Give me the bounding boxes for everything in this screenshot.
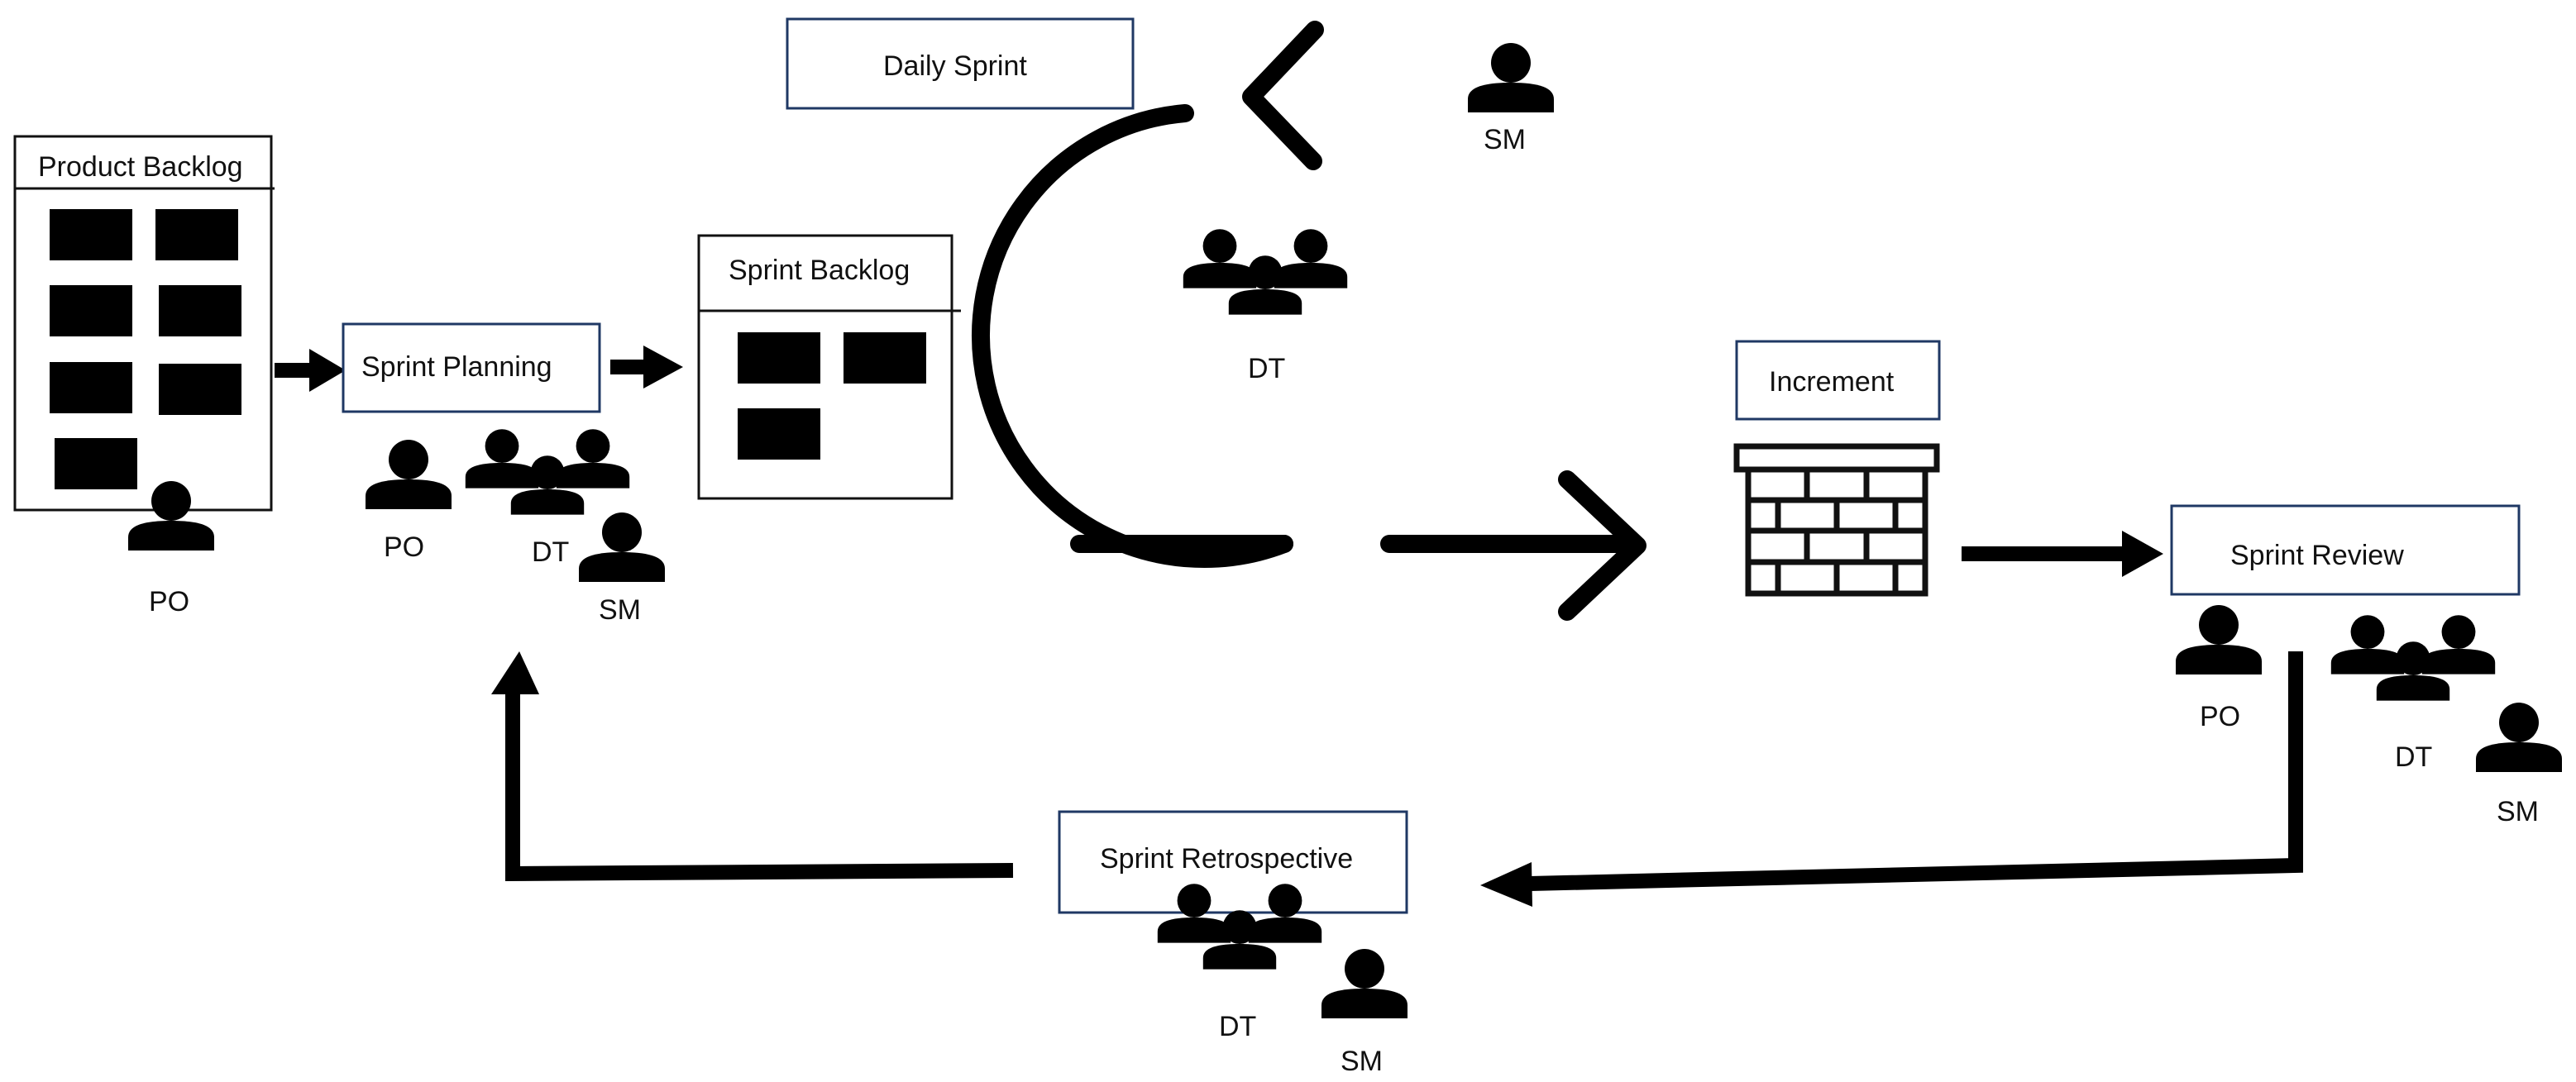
daily-sprint-title: Daily Sprint bbox=[883, 50, 1027, 82]
arrow-planning-to-sprint-backlog bbox=[610, 346, 683, 388]
sprint-retrospective: Sprint Retrospective DT SM bbox=[1058, 810, 1408, 1077]
sprint-retrospective-role-dt: DT bbox=[1219, 1011, 1256, 1042]
sprint-review-role-po: PO bbox=[2200, 701, 2240, 732]
sm-person-icon bbox=[2476, 703, 2562, 772]
increment: Increment bbox=[1733, 340, 1941, 597]
sprint-planning-role-dt: DT bbox=[532, 536, 569, 568]
sprint-retrospective-box bbox=[1058, 810, 1408, 914]
daily-cycle-arrowhead-icon bbox=[1242, 21, 1324, 170]
po-person-icon bbox=[366, 440, 452, 509]
backlog-card bbox=[50, 362, 132, 413]
sprint-review-role-dt: DT bbox=[2395, 741, 2432, 773]
backlog-card bbox=[50, 209, 132, 260]
sprint-planning: Sprint Planning PO DT SM bbox=[342, 322, 665, 626]
sprint-backlog-title: Sprint Backlog bbox=[729, 255, 910, 286]
arrow-review-to-retrospective bbox=[1480, 651, 2303, 907]
sprint-review-box bbox=[2170, 504, 2521, 596]
sprint-review-role-sm: SM bbox=[2497, 796, 2539, 827]
sm-person-icon bbox=[1321, 949, 1407, 1018]
arrow-increment-to-review bbox=[1962, 531, 2163, 577]
backlog-card bbox=[50, 285, 132, 336]
sprint-planning-role-sm: SM bbox=[599, 594, 641, 626]
daily-sprint-role-sm: SM bbox=[1484, 124, 1526, 155]
sprint-backlog-card bbox=[738, 408, 820, 460]
backlog-card bbox=[159, 364, 241, 415]
increment-title: Increment bbox=[1769, 366, 1895, 398]
sprint-retrospective-role-sm: SM bbox=[1341, 1046, 1383, 1077]
product-backlog: Product Backlog PO bbox=[13, 135, 275, 617]
team-icon bbox=[1183, 229, 1347, 314]
product-backlog-title: Product Backlog bbox=[38, 151, 243, 183]
sprint-planning-role-po: PO bbox=[384, 531, 424, 563]
daily-cycle-arc bbox=[972, 104, 1293, 568]
sm-person-icon bbox=[579, 512, 665, 582]
po-person-icon bbox=[2176, 605, 2262, 674]
team-icon bbox=[466, 429, 629, 514]
team-icon bbox=[2331, 615, 2495, 700]
backlog-card bbox=[159, 285, 241, 336]
arrow-backlog-to-planning bbox=[275, 349, 346, 392]
increment-box bbox=[1735, 340, 1941, 421]
sprint-review-title: Sprint Review bbox=[2230, 540, 2404, 571]
sprint-planning-title: Sprint Planning bbox=[361, 351, 552, 383]
backlog-card bbox=[155, 209, 238, 260]
sprint-backlog-card bbox=[738, 332, 820, 384]
backlog-card bbox=[55, 438, 137, 489]
brick-wall-icon bbox=[1733, 443, 1940, 597]
daily-cycle-out-arrowhead-icon bbox=[1558, 470, 1646, 621]
sprint-planning-box bbox=[342, 322, 601, 413]
daily-sprint-box bbox=[786, 17, 1135, 110]
sm-person-icon bbox=[1468, 43, 1554, 112]
arrow-retrospective-to-planning bbox=[491, 651, 1014, 882]
sprint-retrospective-title: Sprint Retrospective bbox=[1100, 843, 1353, 875]
sprint-review: Sprint Review PO DT SM bbox=[2170, 504, 2562, 827]
sprint-backlog-card bbox=[844, 332, 926, 384]
daily-sprint: Daily Sprint SM DT bbox=[786, 17, 1646, 621]
daily-sprint-role-dt: DT bbox=[1248, 353, 1285, 384]
product-backlog-role-po: PO bbox=[149, 586, 189, 617]
sprint-backlog: Sprint Backlog bbox=[697, 234, 961, 500]
